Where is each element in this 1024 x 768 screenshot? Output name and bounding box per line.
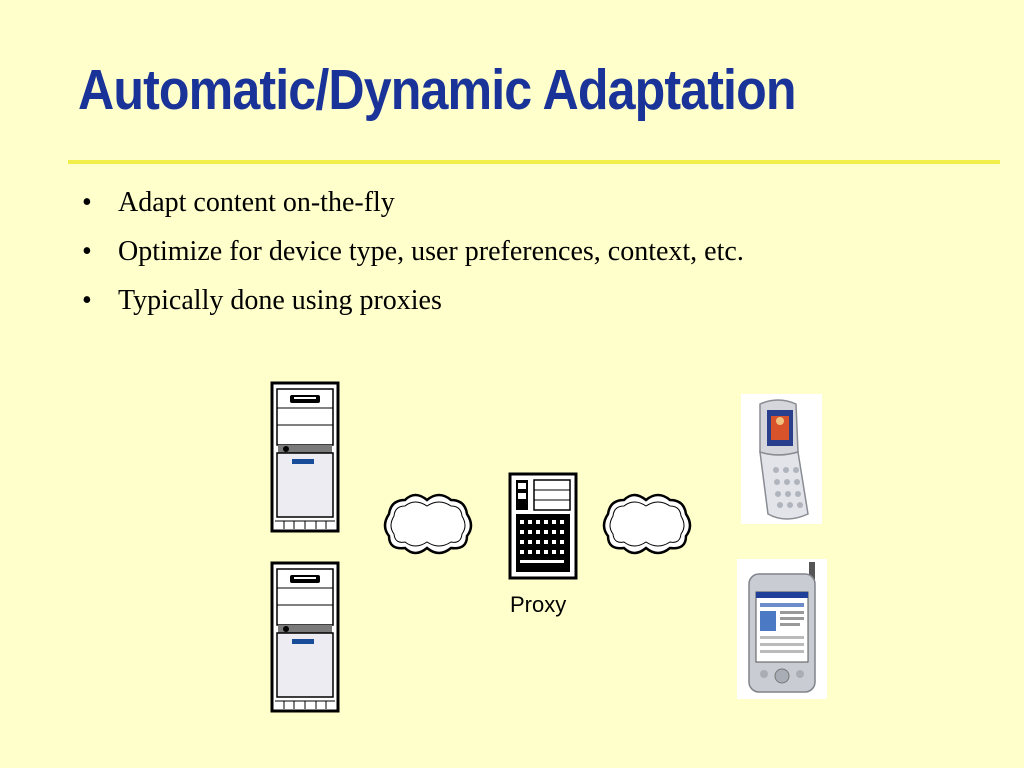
bullet-icon: •: [82, 236, 92, 267]
bullet-list: • Adapt content on-the-fly • Optimize fo…: [78, 178, 744, 325]
server-icon: [270, 561, 340, 713]
bullet-item: • Typically done using proxies: [78, 276, 744, 325]
proxy-label: Proxy: [510, 592, 567, 617]
pda-device-image: [737, 559, 827, 699]
title-divider: [68, 160, 1000, 164]
bullet-item: • Adapt content on-the-fly: [78, 178, 744, 227]
bullet-icon: •: [82, 285, 92, 316]
bullet-item: • Optimize for device type, user prefere…: [78, 227, 744, 276]
proxy-server-icon: [508, 472, 578, 580]
server-icon: [270, 381, 340, 533]
slide-title: Automatic/Dynamic Adaptation: [78, 58, 797, 122]
cloud-icon: [383, 493, 473, 555]
bullet-icon: •: [82, 187, 92, 218]
bullet-text: Adapt content on-the-fly: [118, 187, 395, 218]
bullet-text: Typically done using proxies: [118, 285, 442, 316]
cloud-icon: [602, 493, 692, 555]
flip-phone-image: [741, 394, 822, 524]
bullet-text: Optimize for device type, user preferenc…: [118, 236, 744, 267]
